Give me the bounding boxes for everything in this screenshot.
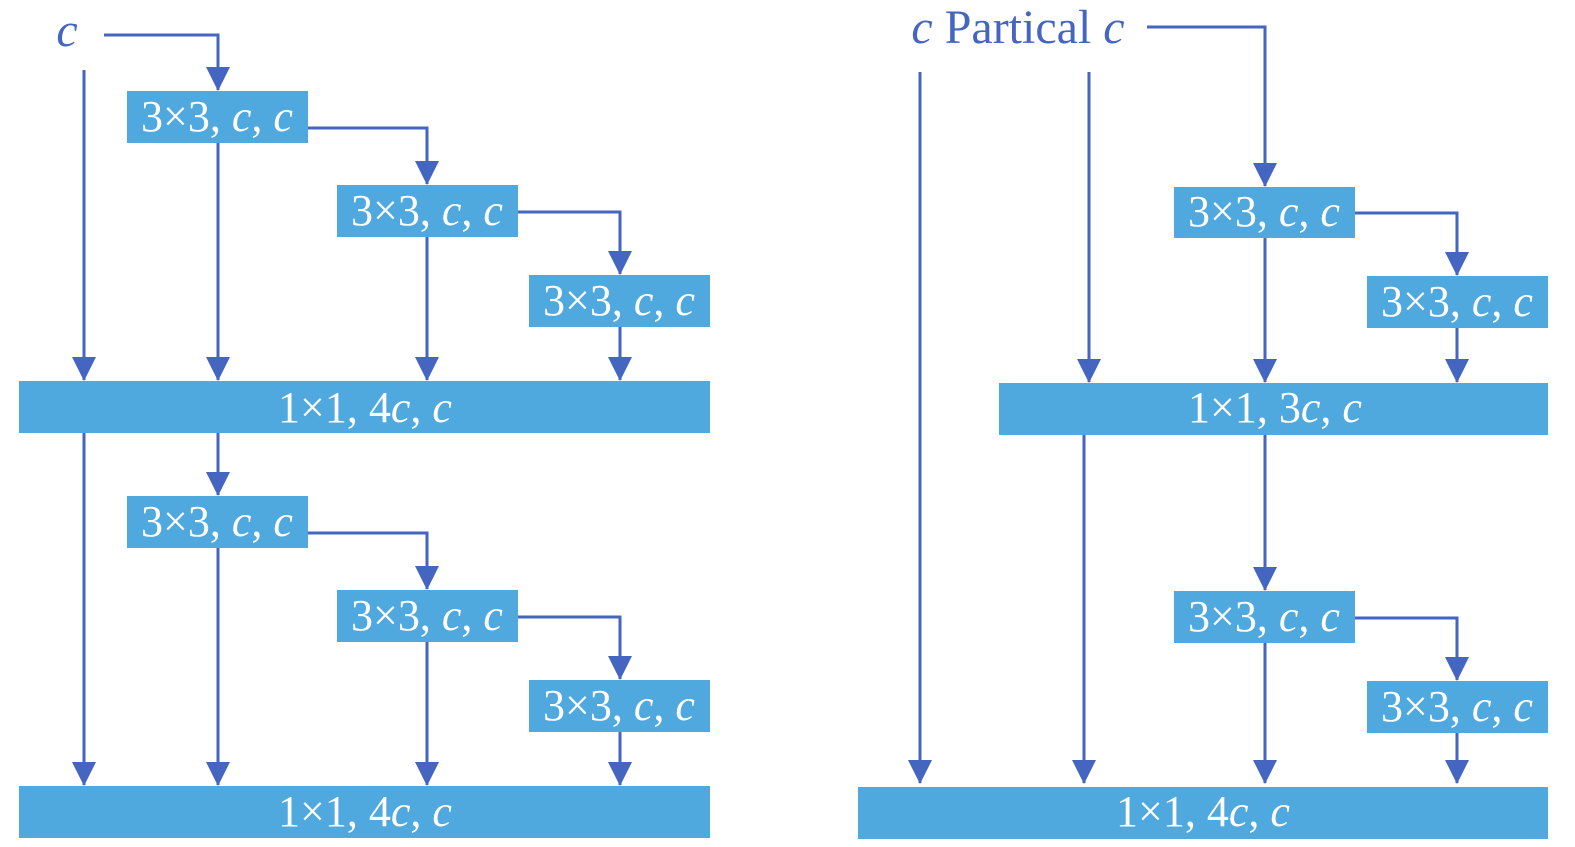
left-s1-conv-b-box xyxy=(337,185,518,237)
left-s2-conv-c-box xyxy=(529,680,710,732)
left-s2-conv-c: 3×3, c, c xyxy=(529,680,710,732)
right-s1-fuse: 1×1, 3c, c xyxy=(999,383,1548,435)
left-s2-fuse-label: 1×1, 4c, c xyxy=(278,787,452,836)
left-s2-conv-a: 3×3, c, c xyxy=(127,496,308,548)
right-s1-fuse-box xyxy=(999,383,1548,435)
left-s2-conv-a-box xyxy=(127,496,308,548)
left-s1-fuse-label: 1×1, 4c, c xyxy=(278,383,452,432)
left-edge-s1-b-to-c xyxy=(518,210,632,275)
left-edge-input-to-conv-a xyxy=(104,33,230,91)
left-s2-conv-c-label: 3×3, c, c xyxy=(543,681,695,730)
left-s1-conv-a: 3×3, c, c xyxy=(127,91,308,143)
left-s1-conv-c-label: 3×3, c, c xyxy=(543,276,695,325)
right-edge-s2-a-to-b xyxy=(1355,616,1469,681)
right-s2-conv-b-box xyxy=(1367,681,1548,733)
right-s1-conv-a: 3×3, c, c xyxy=(1174,187,1355,238)
left-s1-conv-a-label: 3×3, c, c xyxy=(141,92,293,141)
left-edge-s1-a-to-b xyxy=(308,126,439,185)
right-edge-s1-a-to-b xyxy=(1355,211,1469,276)
right-s2-conv-b: 3×3, c, c xyxy=(1367,681,1548,733)
right-s2-fuse-box xyxy=(858,787,1548,839)
right-s1-conv-a-label: 3×3, c, c xyxy=(1188,187,1340,236)
left-edges xyxy=(72,33,632,786)
right-s2-conv-b-label: 3×3, c, c xyxy=(1381,682,1533,731)
left-s2-conv-b-label: 3×3, c, c xyxy=(351,591,503,640)
left-s2-conv-a-label: 3×3, c, c xyxy=(141,497,293,546)
right-s1-conv-b-label: 3×3, c, c xyxy=(1381,277,1533,326)
right-s1-conv-b-box xyxy=(1367,276,1548,328)
right-s1-conv-a-box xyxy=(1174,187,1355,238)
left-s2-conv-b: 3×3, c, c xyxy=(337,590,518,642)
right-s1-fuse-label: 1×1, 3c, c xyxy=(1188,383,1362,432)
left-edge-s2-b-to-c xyxy=(518,615,632,680)
right-edges xyxy=(908,25,1469,784)
left-input-label: c xyxy=(56,4,77,57)
left-s1-fuse: 1×1, 4c, c xyxy=(19,381,710,433)
right-s1-conv-b: 3×3, c, c xyxy=(1367,276,1548,328)
right-edge-input-to-conv-a xyxy=(1147,25,1277,187)
left-s2-fuse-box xyxy=(19,786,710,838)
left-s2-fuse: 1×1, 4c, c xyxy=(19,786,710,838)
left-s1-conv-b: 3×3, c, c xyxy=(337,185,518,237)
right-s2-fuse-label: 1×1, 4c, c xyxy=(1116,787,1290,836)
left-s1-fuse-box xyxy=(19,381,710,433)
right-s2-conv-a: 3×3, c, c xyxy=(1174,591,1355,643)
right-input-label: c Partical c xyxy=(911,1,1124,54)
left-s1-conv-a-box xyxy=(127,91,308,143)
left-s1-conv-c-box xyxy=(529,275,710,327)
right-s2-fuse: 1×1, 4c, c xyxy=(858,787,1548,839)
right-s2-conv-a-label: 3×3, c, c xyxy=(1188,592,1340,641)
left-s1-conv-b-label: 3×3, c, c xyxy=(351,186,503,235)
right-s2-conv-a-box xyxy=(1174,591,1355,643)
left-edge-s2-a-to-b xyxy=(308,531,439,590)
left-s2-conv-b-box xyxy=(337,590,518,642)
left-s1-conv-c: 3×3, c, c xyxy=(529,275,710,327)
